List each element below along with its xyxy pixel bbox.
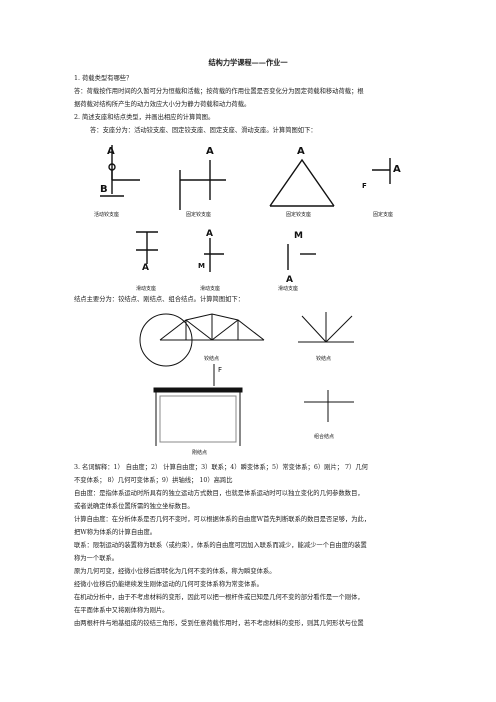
answer-1-line-1: 答：荷载按作用时间的久暂可分为恒载和活载；按荷载的作用位置是否变化分为固定荷载和… xyxy=(74,88,364,95)
def-1-line-1: 自由度：是指体系运动时所具有的独立运动方式数目，也就是体系运动时可以独立变化的几… xyxy=(74,490,364,497)
caption-joint-3: 刚结点 xyxy=(192,449,207,456)
def-6-line-2: 在平面体系中又将刚体称为刚片。 xyxy=(74,607,169,614)
def-5: 经微小位移后仍能继续发生刚体运动的几何可变体系称为常变体系。 xyxy=(74,581,263,588)
joints-diagram: F 铰结点 铰结点 刚结点 组合结点 xyxy=(139,312,354,456)
question-1: 1. 荷载类型有哪些？ xyxy=(74,75,133,82)
caption-joint-2: 铰结点 xyxy=(316,355,331,362)
caption-support-4: 固定支座 xyxy=(373,211,393,218)
caption-support-3: 固定铰支座 xyxy=(286,211,311,218)
caption-support-5: 滑动支座 xyxy=(136,285,156,292)
supports-diagram-row-2: A A M M A 滑动支座 滑动支座 滑动支座 xyxy=(136,229,316,292)
caption-joint-4: 组合结点 xyxy=(314,433,334,440)
label-a-3: A xyxy=(297,146,305,157)
def-3-line-2: 称为一个联系。 xyxy=(74,555,119,562)
label-m-1: M xyxy=(198,262,205,270)
label-b: B xyxy=(100,184,108,195)
label-a-6: A xyxy=(206,229,213,239)
label-a-5: A xyxy=(142,263,149,273)
caption-support-7: 滑动支座 xyxy=(278,285,298,292)
def-1-line-2: 或者说确定体系位置所需的独立坐标数目。 xyxy=(74,503,194,510)
answer-2: 答：支座分为：活动铰支座、固定铰支座、固定支座、滑动支座。计算简图如下： xyxy=(90,127,317,134)
joints-intro: 结点主要分为：铰结点、刚结点、组合结点。计算简图如下： xyxy=(74,296,245,303)
question-3-line-2: 不变体系； 8）几何可变体系；9）拱轴线； 10）高跨比 xyxy=(74,477,233,484)
supports-diagram-row-1: A B A A A F 活动铰支座 固定铰支座 固定铰支座 固定支座 xyxy=(94,145,401,218)
caption-support-1: 活动铰支座 xyxy=(94,211,119,218)
label-f: F xyxy=(362,182,367,190)
caption-support-2: 固定铰支座 xyxy=(186,211,211,218)
label-a-2: A xyxy=(206,146,214,157)
label-a-1: A xyxy=(107,146,115,157)
caption-joint-1: 铰结点 xyxy=(204,355,219,362)
def-7: 由两根杆件与地基组成的铰结三角形，受到任意荷载作用时，若不考虑材料的变形，则其几… xyxy=(74,620,364,627)
def-6-line-1: 在机动分析中，由于不考虑材料的变形，因此可以把一根杆件或已知是几何不变的部分看作… xyxy=(74,594,364,601)
def-3-line-1: 联系：限制运动的装置称为联系（或约束），体系的自由度可因加入联系而减少，能减少一… xyxy=(74,542,367,549)
def-2-line-1: 计算自由度：在分析体系是否几何不变时，可以根据体系的自由度W首先判断联系的数目是… xyxy=(74,516,371,523)
question-2: 2. 简述支座和结点类型，并画出相应的计算简图。 xyxy=(74,114,215,121)
page-title: 结构力学课程——作业一 xyxy=(208,58,288,67)
answer-1-line-2: 据荷载对结构所产生的动力效应大小分为静力荷载和动力荷载。 xyxy=(74,101,251,108)
label-a-7: A xyxy=(286,275,293,285)
def-2-line-2: 把W称为体系的计算自由度。 xyxy=(74,529,157,536)
question-3-line-1: 3. 名词解释：1） 自由度；2） 计算自由度；3）联系；4）瞬变体系；5）常变… xyxy=(74,464,368,471)
caption-support-6: 滑动支座 xyxy=(200,285,220,292)
label-m-2: M xyxy=(294,231,303,241)
label-f-2: F xyxy=(218,366,222,374)
label-a-4: A xyxy=(393,164,401,175)
def-4: 原为几何可变，经微小位移后即转化为几何不变的体系，称为瞬变体系。 xyxy=(74,568,276,575)
